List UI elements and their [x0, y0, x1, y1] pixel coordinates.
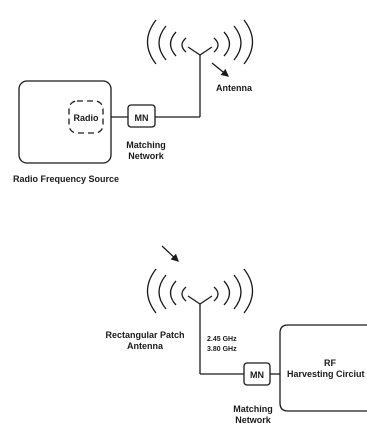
top-matching-label-2: Network: [128, 151, 165, 161]
frequency-label-2: 3.80 GHz: [207, 346, 237, 353]
rf-harvesting-circuit-box: [279, 324, 367, 412]
rf-source-group: [18, 19, 254, 164]
bottom-matching-label-1: Matching: [233, 404, 273, 414]
top-antenna-label: Antenna: [216, 83, 253, 93]
antenna-pointer-arrow: [211, 62, 230, 77]
incoming-wave-arrow: [161, 245, 179, 262]
top-antenna-icon: [146, 19, 254, 117]
radio-frequency-source-box: [18, 80, 112, 164]
top-matching-label-1: Matching: [126, 140, 166, 150]
top-matching-network-box: [127, 104, 156, 128]
rf-harvester-group: [146, 245, 367, 412]
rect-patch-antenna-label-1: Rectangular Patch: [105, 330, 184, 340]
rect-patch-antenna-label-2: Antenna: [127, 341, 164, 351]
frequency-label-1: 2.45 GHz: [207, 336, 237, 343]
rf-harvesting-label-1: RF: [324, 358, 336, 368]
top-mn-label: MN: [135, 113, 149, 123]
bottom-mn-label: MN: [250, 370, 264, 380]
bottom-matching-label-2: Network: [235, 415, 272, 425]
rf-harvesting-label-2: Harvesting Circiut: [287, 369, 365, 379]
radio-label: Radio: [73, 113, 99, 123]
bottom-antenna-icon: [146, 268, 254, 374]
radio-frequency-source-label: Radio Frequency Source: [13, 174, 119, 184]
